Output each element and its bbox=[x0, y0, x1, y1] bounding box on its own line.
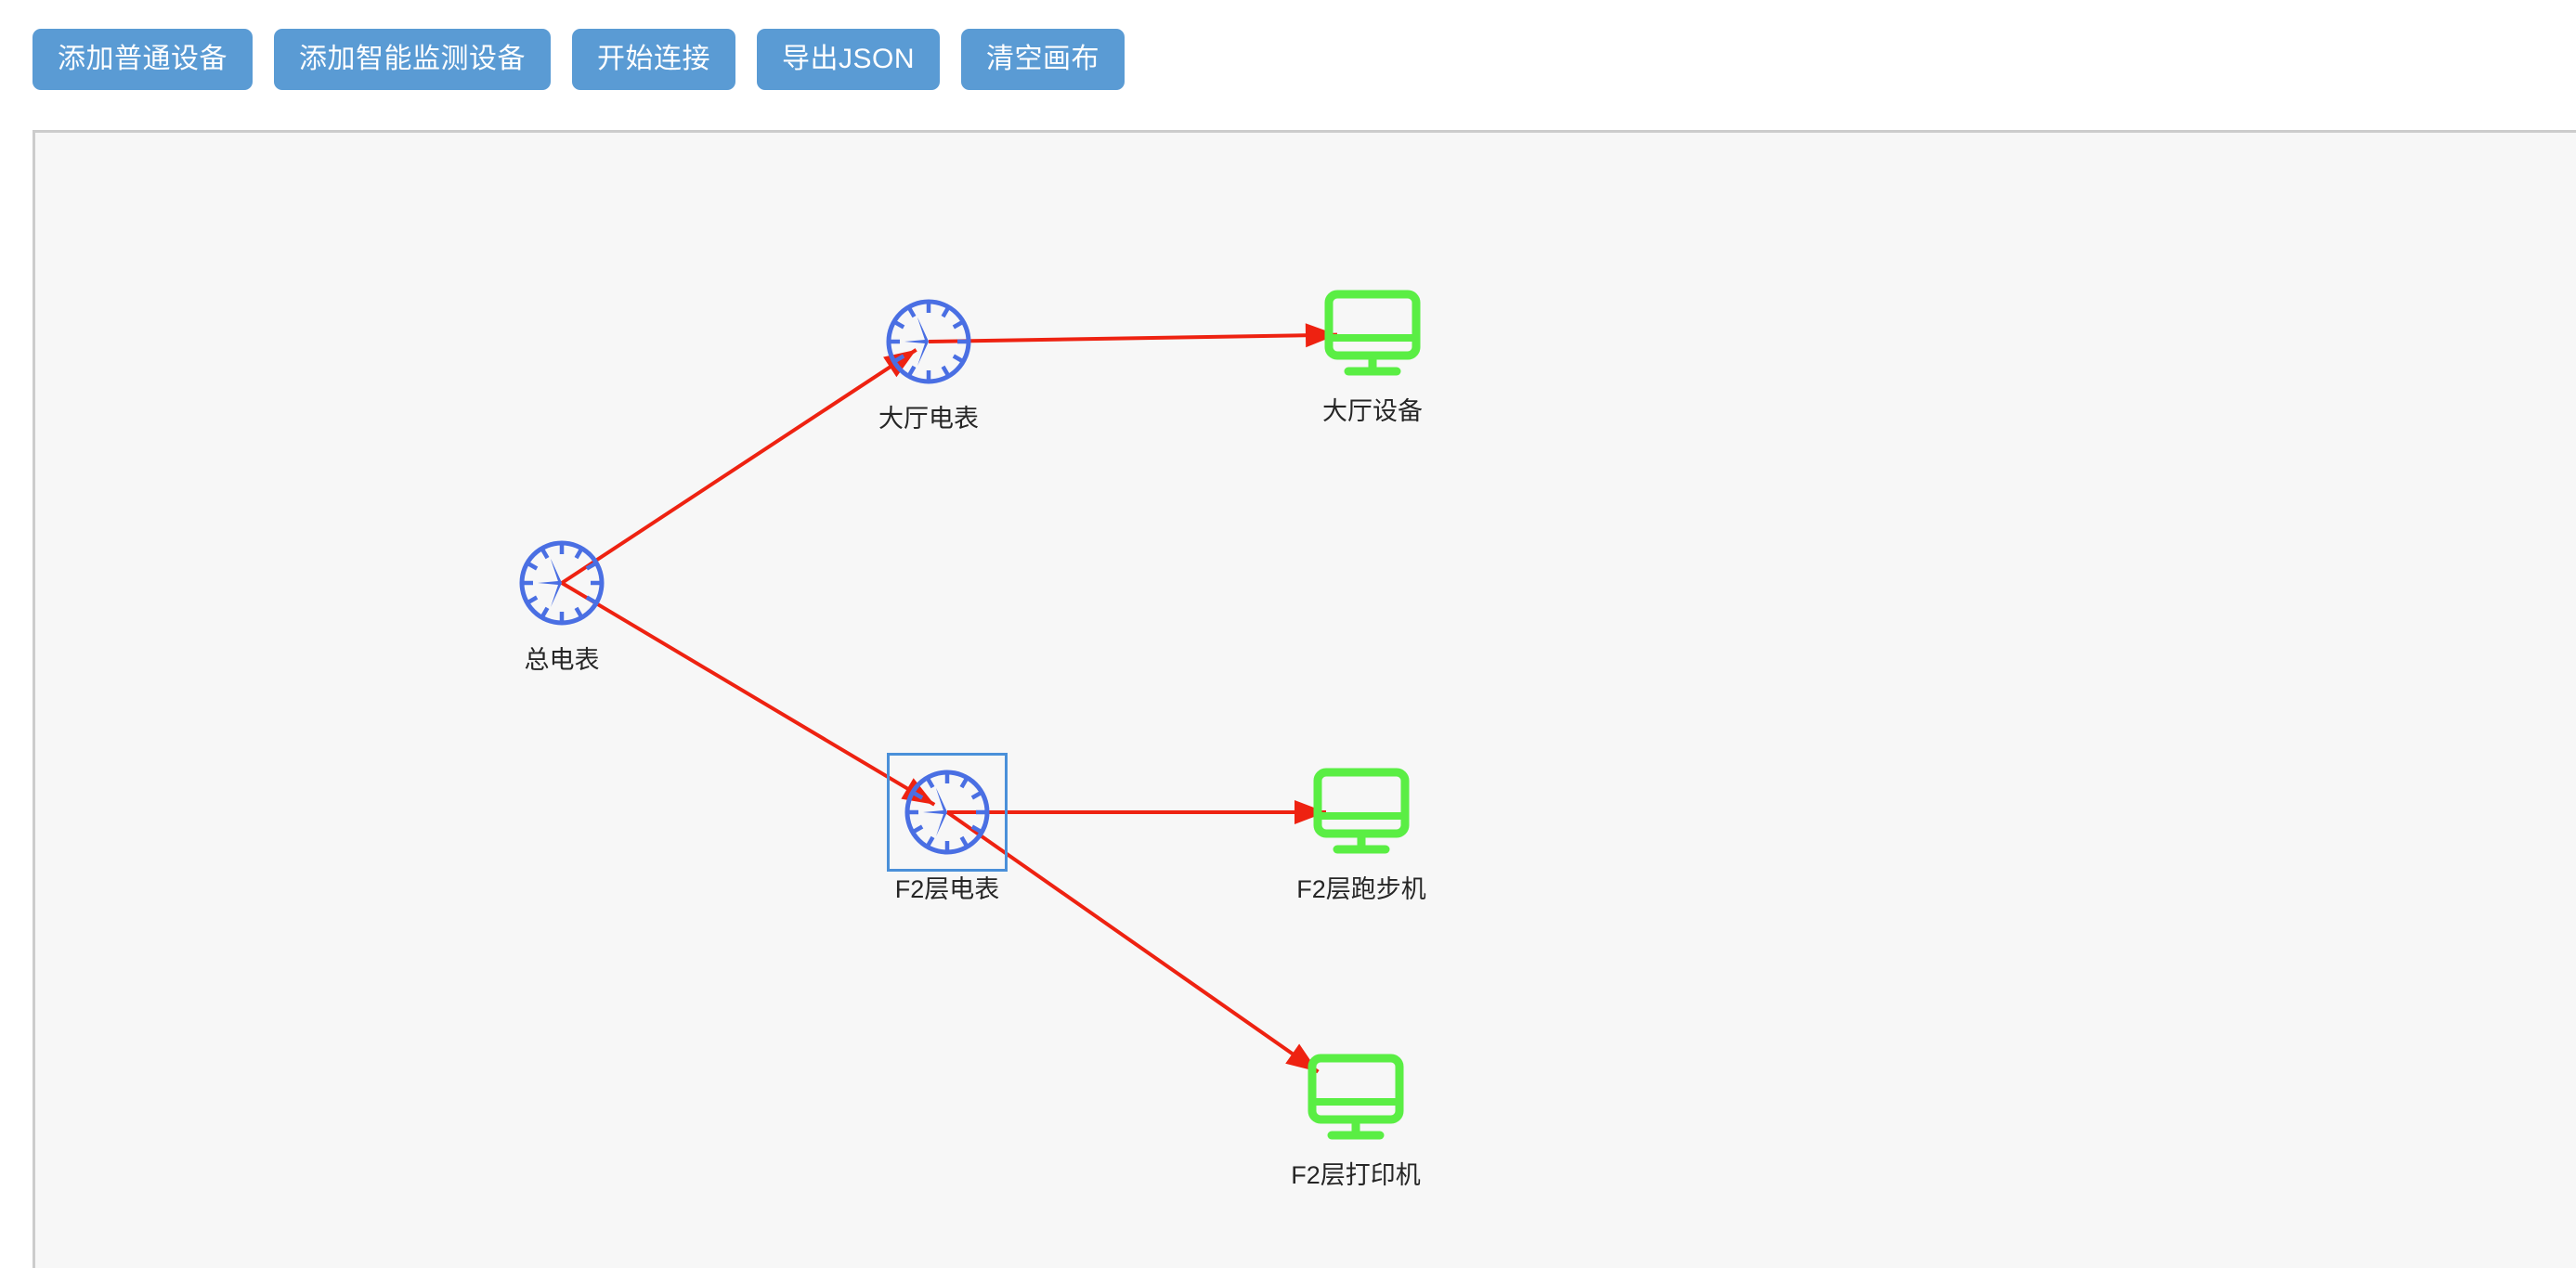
node-label: F2层电表 bbox=[894, 875, 1000, 903]
node-label: 大厅电表 bbox=[878, 405, 979, 433]
node-label: F2层跑步机 bbox=[1296, 875, 1426, 903]
add-normal-device-button[interactable]: 添加普通设备 bbox=[33, 29, 253, 90]
node-label: 大厅设备 bbox=[1322, 397, 1423, 425]
node-hall-device[interactable]: 大厅设备 bbox=[1312, 275, 1433, 426]
node-f2-printer[interactable]: F2层打印机 bbox=[1291, 1039, 1421, 1190]
monitor-icon[interactable] bbox=[1295, 1039, 1416, 1158]
connection-edge-hall-to-device[interactable] bbox=[928, 323, 1338, 348]
node-f2-meter[interactable]: F2层电表 bbox=[887, 753, 1008, 904]
toolbar: 添加普通设备添加智能监测设备开始连接导出JSON 清空画布 bbox=[33, 26, 1125, 93]
node-label: 总电表 bbox=[524, 646, 600, 674]
clear-canvas-button[interactable]: 清空画布 bbox=[961, 29, 1125, 90]
node-main-meter[interactable]: 总电表 bbox=[501, 524, 622, 675]
export-json-button[interactable]: 导出JSON bbox=[757, 29, 941, 90]
start-connect-button[interactable]: 开始连接 bbox=[572, 29, 735, 90]
gauge-meter-icon[interactable] bbox=[868, 282, 989, 401]
monitor-icon[interactable] bbox=[1312, 275, 1433, 394]
node-hall-meter[interactable]: 大厅电表 bbox=[868, 282, 989, 433]
gauge-meter-icon[interactable] bbox=[887, 753, 1008, 872]
gauge-meter-icon[interactable] bbox=[501, 524, 622, 642]
node-f2-treadmill[interactable]: F2层跑步机 bbox=[1296, 753, 1426, 904]
node-label: F2层打印机 bbox=[1291, 1161, 1421, 1189]
add-smart-monitor-device-button[interactable]: 添加智能监测设备 bbox=[274, 29, 551, 90]
monitor-icon[interactable] bbox=[1301, 753, 1422, 872]
connection-line bbox=[928, 332, 1338, 343]
topology-canvas[interactable]: 总电表 大厅电表 大厅设备 F2层电表 F2层跑步机 F2层打印机 bbox=[33, 130, 2576, 1268]
